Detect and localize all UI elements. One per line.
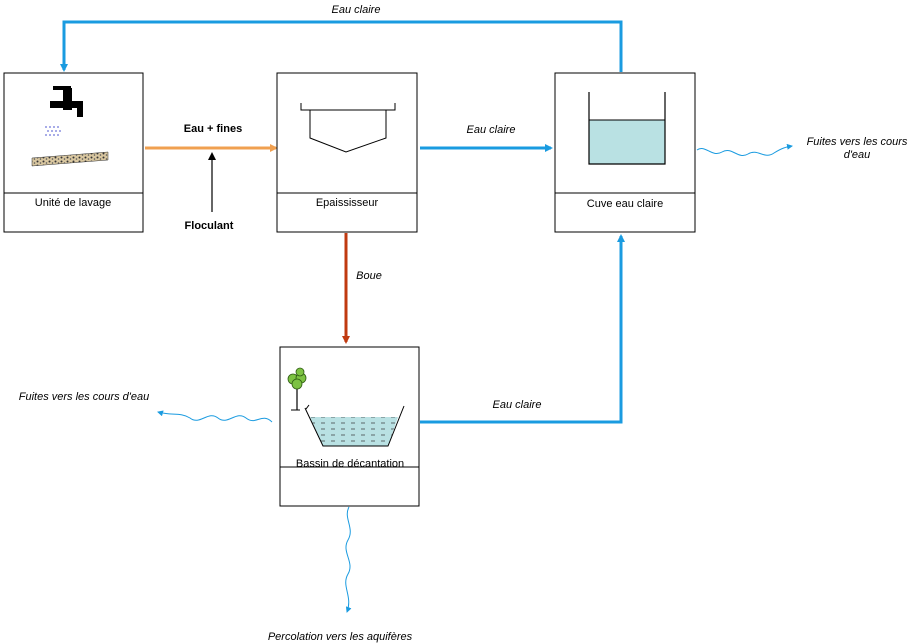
thickener-to-tank-label: Eau claire — [467, 124, 516, 136]
washing-unit: Unité de lavage — [3, 72, 144, 233]
basin-to-tank-line — [420, 234, 625, 424]
basin-label: Bassin de décantation — [296, 458, 404, 470]
flocculant-label: Floculant — [185, 220, 234, 232]
thickener-unit: Epaississeur — [276, 72, 418, 233]
water-fines-label: Eau + fines — [184, 123, 242, 135]
clear-tank-unit: Cuve eau claire — [554, 72, 696, 233]
settling-basin-icon — [287, 367, 405, 447]
faucet-icon — [31, 86, 109, 167]
tank-leak-label-line2: d'eau — [844, 149, 871, 161]
thickener-tank-icon — [300, 103, 396, 153]
tank-leak-wavy-arrow — [696, 143, 793, 156]
basin-leak-label: Fuites vers les cours d'eau — [19, 391, 150, 403]
percolation-wavy-arrow — [345, 506, 352, 613]
percolation-label: Percolation vers les aquifères — [268, 631, 413, 643]
thickener-label: Epaississeur — [316, 197, 379, 209]
tree-icon — [287, 367, 307, 411]
recycle-clear-water-label: Eau claire — [332, 4, 381, 16]
basin-leak-wavy-arrow — [157, 410, 273, 423]
recycle-clear-water-line — [60, 20, 623, 72]
water-tank-icon — [588, 92, 666, 165]
settling-basin-unit: Bassin de décantation — [279, 346, 420, 507]
basin-to-tank-label: Eau claire — [493, 399, 542, 411]
sludge-label: Boue — [356, 270, 382, 282]
washing-unit-label: Unité de lavage — [35, 197, 111, 209]
clear-tank-label: Cuve eau claire — [587, 198, 663, 210]
tank-leak-label-line1: Fuites vers les cours — [807, 136, 908, 148]
